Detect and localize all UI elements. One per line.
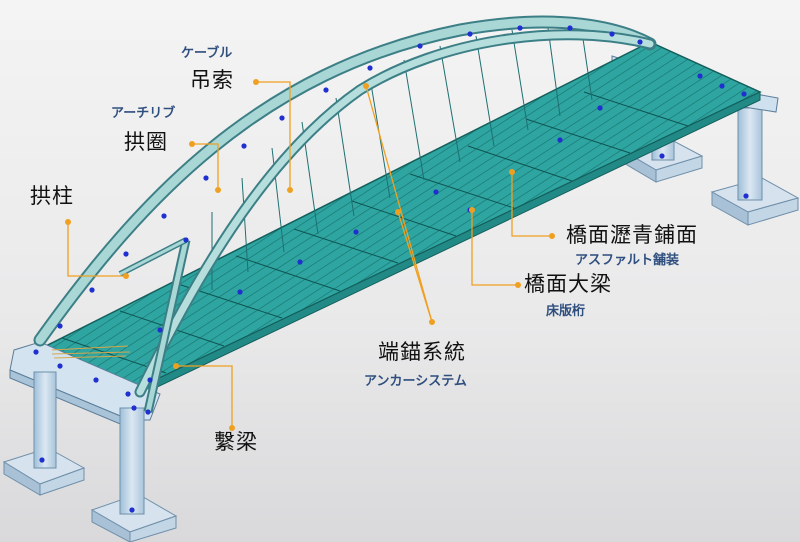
anchor-system <box>51 345 131 359</box>
pier-front-left <box>2 371 86 496</box>
pier-back-right <box>710 107 800 226</box>
leader-dots <box>65 79 555 431</box>
label-anchor-zh: 端錨系統 <box>378 340 466 364</box>
label-deck-paving-ja: アスファルト舗装 <box>575 253 680 268</box>
label-arch-rib-ja: アーチリブ <box>111 106 176 121</box>
label-tie-beam-zh: 繫梁 <box>214 430 258 454</box>
pier-front-right <box>90 407 178 542</box>
structure-nodes <box>33 25 749 513</box>
label-hanger-zh: 吊索 <box>190 68 234 92</box>
label-cable-ja: ケーブル <box>181 46 233 61</box>
label-arch-rib-zh: 拱圈 <box>124 130 168 154</box>
label-deck-paving-zh: 橋面瀝青鋪面 <box>566 223 698 247</box>
leader-lines <box>67 81 552 428</box>
label-anchor-ja: アンカーシステム <box>364 374 467 389</box>
label-deck-girder-zh: 橋面大梁 <box>524 272 612 296</box>
label-arch-column-zh: 拱柱 <box>30 184 74 208</box>
arch-rib <box>33 15 657 398</box>
label-deck-girder-ja: 床版桁 <box>546 304 586 319</box>
arch-column <box>118 237 191 413</box>
